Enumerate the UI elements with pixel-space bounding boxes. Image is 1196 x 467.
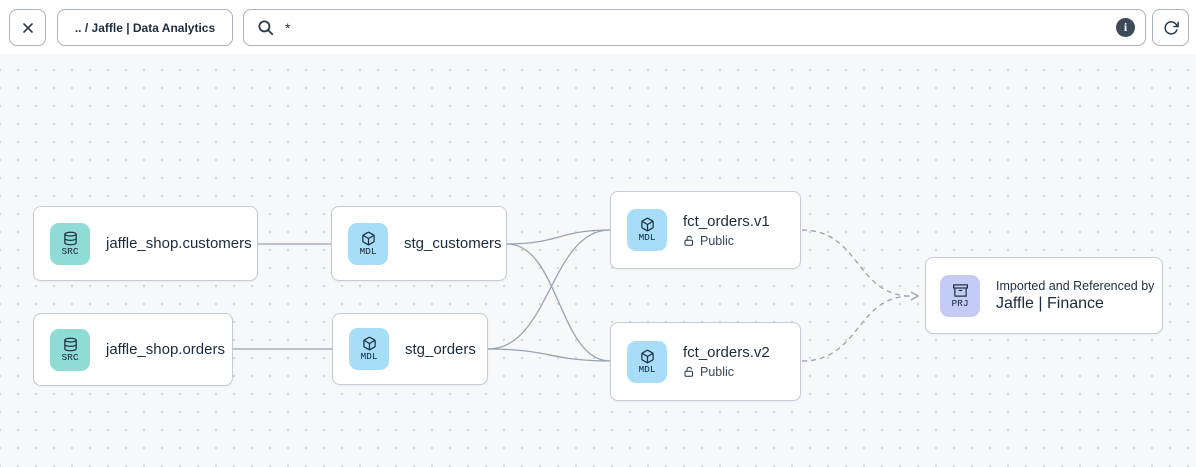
cube-icon [640,217,654,232]
unlock-icon [684,366,693,377]
node-subtitle: Imported and Referenced by [996,278,1155,293]
badge-label: MDL [359,245,377,257]
badge-label: MDL [638,232,656,243]
cube-icon [362,336,376,351]
node-title: stg_customers [404,235,502,252]
info-icon[interactable]: i [1116,18,1135,37]
access-label: Public [700,365,735,379]
node-title: jaffle_shop.customers [106,235,252,252]
cube-icon [640,349,654,363]
source-badge: SRC [50,328,90,371]
node-title: jaffle_shop.orders [106,341,225,358]
node-stg-customers[interactable]: MDL stg_customers [331,206,507,281]
node-jaffle-shop-orders[interactable]: SRC jaffle_shop.orders [33,313,233,386]
breadcrumb-label: .. / Jaffle | Data Analytics [74,20,216,35]
refresh-icon [1163,20,1179,35]
refresh-button[interactable] [1152,9,1189,46]
x-icon [22,22,33,33]
badge-label: MDL [638,363,656,375]
access-label: Public [700,233,735,248]
model-badge: MDL [349,328,389,370]
cube-icon [361,231,375,245]
search-icon [258,19,274,35]
archive-icon [952,283,968,297]
badge-label: MDL [360,351,378,362]
badge-label: SRC [61,351,79,363]
search-input[interactable] [285,10,1116,45]
node-title: Jaffle | Finance [996,294,1104,312]
badge-label: SRC [61,245,79,257]
model-badge: MDL [348,222,388,265]
model-badge: MDL [627,340,667,383]
node-title: stg_orders [405,340,476,358]
node-title: fct_orders.v2 [683,344,770,361]
project-badge: PRJ [940,274,980,317]
search-box[interactable]: i [243,9,1146,46]
model-badge: MDL [627,209,667,251]
node-title: fct_orders.v1 [683,212,770,230]
node-stg-orders[interactable]: MDL stg_orders [332,313,488,385]
close-button[interactable] [9,9,46,46]
node-fct-orders-v2[interactable]: MDL fct_orders.v2 Public [610,322,801,401]
source-badge: SRC [50,222,90,265]
breadcrumb[interactable]: .. / Jaffle | Data Analytics [57,9,233,46]
access-row: Public [683,234,770,248]
node-project-jaffle-finance[interactable]: PRJ Imported and Referenced by Jaffle | … [925,257,1163,334]
unlock-icon [684,235,693,246]
node-fct-orders-v1[interactable]: MDL fct_orders.v1 Public [610,191,801,269]
access-row: Public [683,365,770,379]
badge-label: PRJ [951,297,969,309]
database-icon [63,337,77,351]
node-jaffle-shop-customers[interactable]: SRC jaffle_shop.customers [33,206,258,281]
toolbar: .. / Jaffle | Data Analytics i [0,0,1196,54]
database-icon [63,231,77,245]
